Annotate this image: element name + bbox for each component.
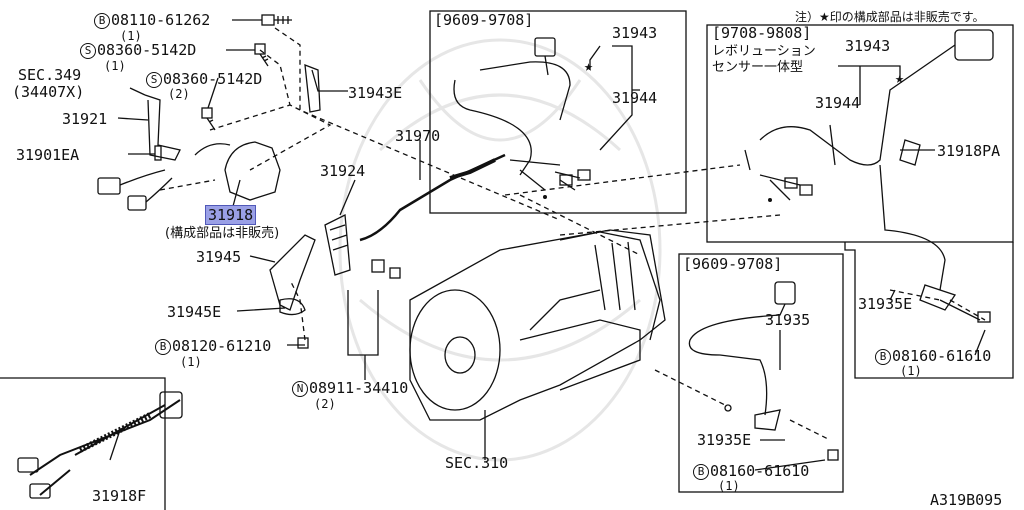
qty-08360-b: (2) [168, 87, 190, 101]
pin-31901EA [154, 145, 162, 161]
label-31924: 31924 [320, 162, 366, 180]
label-mid-31944: 31944 [612, 89, 658, 107]
star-mid: ★ [584, 57, 594, 75]
circle-s-marker-2: S [146, 72, 162, 88]
part-bottom-08160-61610: 08160-61610 [710, 462, 810, 480]
label-31970: 31970 [395, 127, 441, 145]
circle-s-marker: S [80, 43, 96, 59]
part-right-08160-61610: 08160-61610 [892, 347, 992, 365]
connector-left [97, 169, 173, 211]
label-mid-31943: 31943 [612, 24, 658, 42]
highlight-31918: 31918 [205, 205, 257, 225]
box-bottom-left [0, 377, 166, 510]
label-31945: 31945 [196, 248, 242, 266]
transmission [409, 229, 666, 421]
switch-31918 [224, 141, 281, 201]
label-right-31943: 31943 [845, 37, 891, 55]
circle-b-marker: B [94, 13, 110, 29]
bolt-08110 [261, 14, 292, 26]
label-31935: 31935 [765, 311, 811, 329]
caption-revolution: レボリューション [712, 44, 816, 59]
label-34407x: (34407X) [12, 83, 85, 101]
circle-b-marker-3: B [875, 349, 891, 365]
harness-31918F [17, 391, 183, 499]
label-31918: 31918 [205, 205, 257, 225]
label-31921: 31921 [62, 110, 108, 128]
washer-31945E [279, 298, 306, 316]
caption-sensor: センサー一体型 [712, 60, 804, 75]
label-31918pa: 31918PA [937, 142, 1001, 160]
star-right: ★ [895, 69, 905, 87]
cable-31970 [359, 153, 506, 242]
part-08360-5142d-a: 08360-5142D [97, 41, 197, 59]
label-31918-note: (構成部品は非販売) [165, 226, 280, 241]
sector-31924 [324, 213, 351, 276]
circle-b-marker-4: B [693, 464, 709, 480]
watermark-emblem [338, 38, 662, 462]
figure-id: A319B095 [930, 491, 1003, 509]
label-sec349: SEC.349 [18, 66, 82, 84]
label-31901ea: 31901EA [16, 146, 80, 164]
part-08911-34410: 08911-34410 [309, 379, 409, 397]
qty-08120: (1) [180, 355, 202, 369]
lever-31921 [144, 94, 181, 161]
sensor-31935 [688, 281, 839, 461]
part-08360-5142d-b: 08360-5142D [163, 70, 263, 88]
label-right-31935e: 31935E [858, 295, 913, 313]
range-bottom: [9609-9708] [683, 255, 783, 273]
label-31918f: 31918F [92, 487, 147, 505]
non-sale-note: 注）★印の構成部品は非販売です。 [795, 10, 985, 24]
bracket-31943E [304, 64, 321, 113]
box-top-right [706, 24, 1014, 243]
label-31943e: 31943E [348, 84, 403, 102]
label-sec310: SEC.310 [445, 454, 509, 472]
qty-08110: (1) [120, 29, 142, 43]
harness-31943-old [453, 37, 591, 191]
box-top-mid [429, 10, 687, 214]
label-bottom-31935e: 31935E [697, 431, 752, 449]
circle-n-marker: N [292, 381, 308, 397]
box-top-right-ext [844, 242, 1014, 379]
bolt-08360-a [254, 43, 269, 67]
range-top-right: [9708-9808] [712, 24, 812, 42]
label-right-31944: 31944 [815, 94, 861, 112]
qty-bottom-08160: (1) [718, 479, 740, 493]
qty-right-08160: (1) [900, 364, 922, 378]
nut-08911-a [371, 259, 385, 273]
harness-31943-new [744, 29, 994, 323]
circle-b-marker-2: B [155, 339, 171, 355]
part-08120-61210: 08120-61210 [172, 337, 272, 355]
nut-08120 [297, 337, 309, 349]
bolt-08360-b [201, 107, 216, 131]
part-08110-61262: 08110-61262 [111, 11, 211, 29]
qty-08360-a: (1) [104, 59, 126, 73]
nut-08911-b [389, 267, 401, 279]
qty-08911: (2) [314, 397, 336, 411]
label-31945e: 31945E [167, 303, 222, 321]
range-top-mid: [9609-9708] [434, 11, 534, 29]
box-bottom [678, 253, 844, 493]
